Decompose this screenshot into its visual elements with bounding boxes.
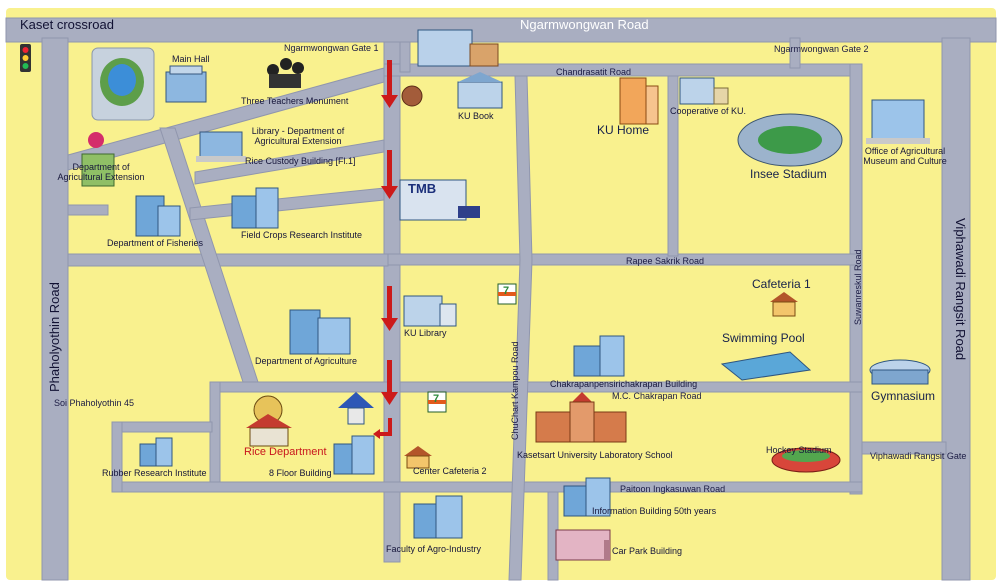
lab-school-building-icon (535, 392, 627, 443)
dae-building-icon (81, 132, 115, 187)
car-park-building-icon (555, 529, 611, 561)
ngarmwongwan-road-label: Ngarmwongwan Road (520, 17, 649, 32)
rapee-road-label: Rapee Sakrik Road (626, 256, 705, 266)
viphawadi-road-label: Viphawadi Rangsit Road (953, 218, 968, 361)
center-cafeteria-icon (404, 446, 432, 469)
route-arrow-icon (387, 150, 392, 190)
road-network (5, 17, 997, 581)
gymnasium-icon (869, 359, 931, 385)
chakrapan-building-label: Chakrapanpensirichakrapan Building (550, 379, 698, 389)
dae-label-2: Agricultural Extension (57, 172, 145, 182)
gate1-label: Ngarmwongwan Gate 1 (284, 43, 379, 53)
monument-icon (267, 58, 304, 88)
library-dae-label-1: Library - Department of (251, 126, 345, 136)
route-arrow-icon (387, 286, 392, 322)
museum-label-1: Office of Agricultural (864, 146, 946, 156)
field-crops-label: Field Crops Research Institute (241, 230, 363, 240)
ku-home-building-icon (619, 77, 659, 125)
car-park-label: Car Park Building (612, 546, 683, 556)
chuchart-road-label: ChuChart Kampou Road (510, 341, 520, 440)
traffic-light-icon (20, 44, 31, 72)
gas-station-icon (338, 392, 374, 425)
route-arrows (373, 60, 398, 439)
museum-building-icon (866, 99, 930, 144)
ku-book-label: KU Book (458, 111, 494, 121)
sign-globe-icon (401, 85, 423, 107)
ku-book-building-icon (457, 72, 503, 109)
agro-label: Faculty of Agro-Industry (386, 544, 482, 554)
agro-building-icon (413, 495, 463, 539)
chandrasatit-road-label: Chandrasatit Road (556, 67, 632, 77)
building-icons (81, 29, 931, 561)
rubber-building-icon (139, 437, 173, 467)
info-building-icon (563, 477, 611, 517)
ku-home-label: KU Home (597, 123, 650, 137)
rice-dept-logo-icon (246, 395, 292, 447)
field-crops-building-icon (231, 187, 279, 229)
main-hall-building-icon (165, 65, 207, 103)
bank-sign-label: TMB (408, 181, 437, 196)
gate2-label: Ngarmwongwan Gate 2 (774, 44, 869, 54)
mc-road-label: M.C. Chakrapan Road (612, 391, 702, 401)
rice-custody-label: Rice Custody Building [Fl.1] (245, 156, 356, 166)
phaholyothin-road-label: Phaholyothin Road (47, 282, 62, 392)
cooperative-label: Cooperative of KU. (670, 106, 747, 116)
cafeteria-icon (770, 292, 798, 317)
soi-label: Soi Phaholyothin 45 (54, 398, 135, 408)
swimming-pool-icon (720, 351, 812, 381)
ku-library-building-icon (403, 295, 457, 327)
doa-label: Department of Agriculture (255, 356, 358, 366)
rubber-label: Rubber Research Institute (102, 468, 207, 478)
cooperative-building-icon (679, 77, 729, 105)
fisheries-label: Department of Fisheries (107, 238, 204, 248)
fisheries-building-icon (135, 195, 181, 237)
gymnasium-label: Gymnasium (871, 389, 936, 403)
main-hall-pond (91, 47, 155, 121)
viphawadi-gate-label: Viphawadi Rangsit Gate (870, 451, 967, 461)
paitoon-road-label: Paitoon Ingkasuwan Road (620, 484, 726, 494)
three-teachers-label: Three Teachers Monument (241, 96, 349, 106)
library-dae-label-2: Agricultural Extension (254, 136, 342, 146)
seven-eleven-label-1: 7 (503, 285, 510, 297)
center-cafeteria-label: Center Cafeteria 2 (413, 466, 487, 476)
route-arrow-icon (387, 360, 392, 396)
swimming-pool-label: Swimming Pool (722, 331, 805, 345)
seven-eleven-label-2: 7 (433, 393, 440, 405)
doa-building-icon (289, 309, 351, 355)
eight-floor-building-icon (333, 435, 375, 475)
library-dae-building-icon (196, 131, 246, 162)
bank-building-icon (399, 179, 480, 221)
kaset-crossroad-label: Kaset crossroad (20, 17, 114, 32)
info-building-label: Information Building 50th years (592, 506, 717, 516)
ngarmwongwan-tower-icon (417, 29, 499, 67)
dae-label-1: Department of (72, 162, 130, 172)
chakrapan-building-icon (573, 335, 625, 377)
suwanreskul-road-label: Suwanreskul Road (853, 249, 863, 325)
museum-label-2: Museum and Culture (863, 156, 947, 166)
seven-eleven-icon-2 (427, 391, 447, 413)
ku-library-label: KU Library (404, 328, 447, 338)
route-arrow-icon (387, 60, 392, 98)
seven-eleven-icon (497, 283, 517, 305)
main-hall-label: Main Hall (172, 54, 210, 64)
stadium-icon (737, 113, 843, 167)
rice-department-label: Rice Department (244, 446, 327, 458)
hockey-stadium-icon (771, 447, 841, 473)
lab-school-label: Kasetsart University Laboratory School (517, 450, 673, 460)
hockey-label: Hockey Stadium (766, 445, 832, 455)
insee-stadium-label: Insee Stadium (750, 167, 827, 181)
eight-floor-label: 8 Floor Building (269, 468, 332, 478)
cafeteria1-label: Cafeteria 1 (752, 277, 811, 291)
